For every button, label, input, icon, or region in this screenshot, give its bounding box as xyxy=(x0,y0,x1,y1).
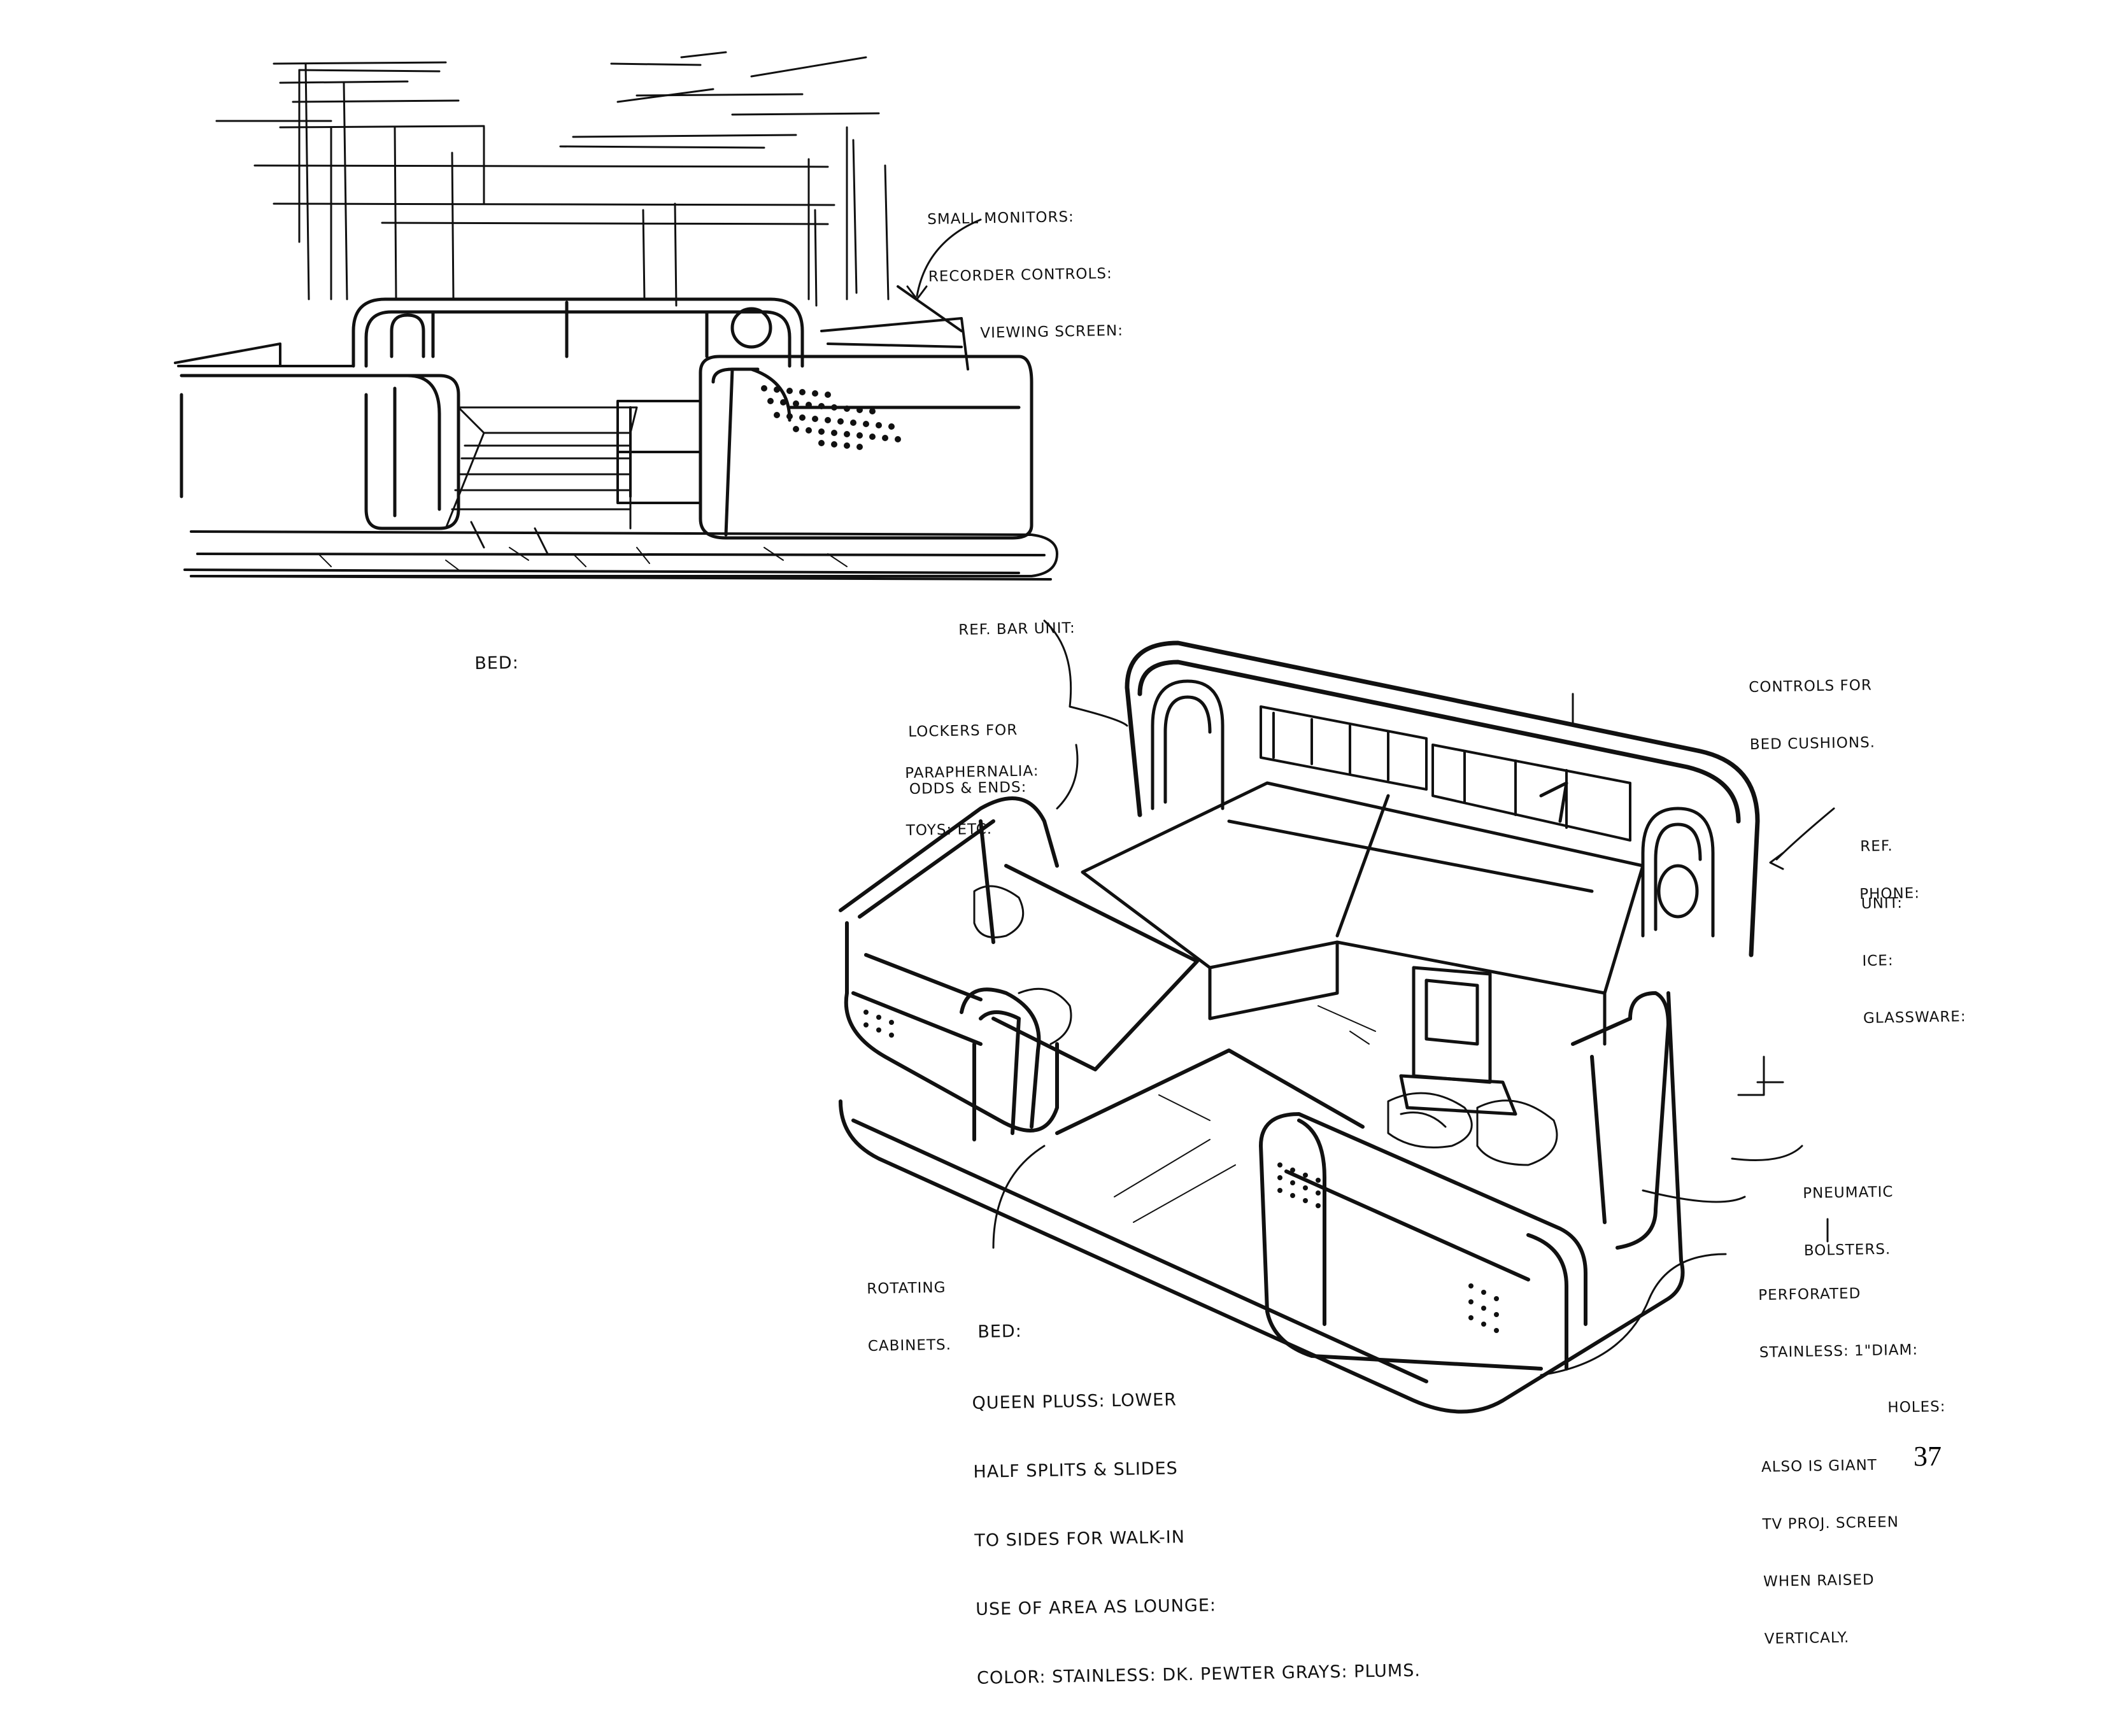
note-ref-unit: REF. UNIT: ICE: GLASSWARE: xyxy=(1860,838,1966,1027)
perforation-dots xyxy=(761,385,901,450)
perforation-dots-bed xyxy=(863,1010,1499,1333)
top-bedroom-sketch xyxy=(174,51,1058,581)
note-ref-bar: REF. BAR UNIT: xyxy=(958,619,1076,639)
bottom-bed-sketch xyxy=(839,619,1835,1414)
sketch-artwork xyxy=(174,51,1835,1414)
note-monitors: SMALL MONITORS: RECORDER CONTROLS: VIEWI… xyxy=(927,208,1124,342)
note-phone: PHONE: xyxy=(1859,885,1921,903)
bed-title: BED: xyxy=(977,1321,1023,1342)
note-controls: CONTROLS FOR BED CUSHIONS. xyxy=(1749,677,1876,753)
top-bed-caption: BED: xyxy=(474,653,520,674)
note-paraphernalia: PARAPHERNALIA: TOYS: ETC. xyxy=(905,763,1039,839)
sketch-page: SMALL MONITORS: RECORDER CONTROLS: VIEWI… xyxy=(174,51,1966,1688)
page-number: 37 xyxy=(1914,1441,1942,1472)
note-rotating: ROTATING CABINETS. xyxy=(867,1279,952,1355)
bed-description: QUEEN PLUSS: LOWER HALF SPLITS & SLIDES … xyxy=(972,1390,1421,1688)
